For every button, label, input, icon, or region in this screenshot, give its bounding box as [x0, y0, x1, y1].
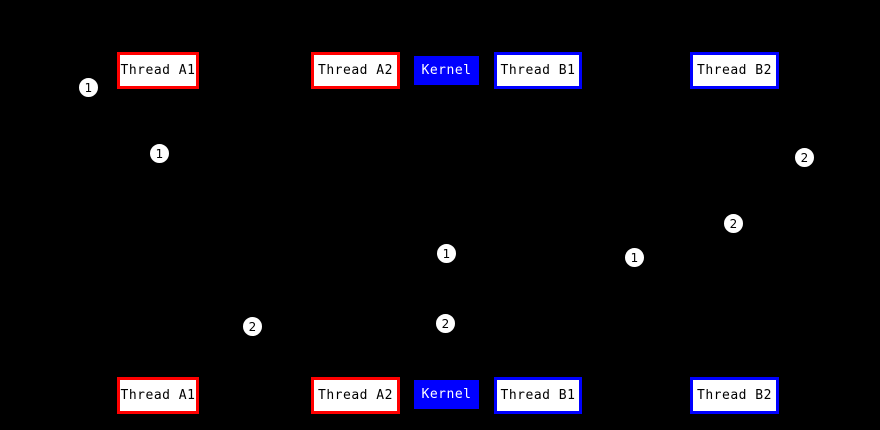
- message-marker-7[interactable]: 2: [242, 316, 263, 337]
- actor-label: Thread B1: [500, 388, 576, 403]
- actor-box-thread-b1-bottom[interactable]: Thread B1: [494, 377, 582, 414]
- message-marker-5[interactable]: 1: [436, 243, 457, 264]
- actor-box-thread-b2-top[interactable]: Thread B2: [690, 52, 779, 89]
- actor-box-thread-a2-bottom[interactable]: Thread A2: [311, 377, 400, 414]
- message-marker-label: 2: [441, 316, 450, 331]
- actor-box-thread-a2-top[interactable]: Thread A2: [311, 52, 400, 89]
- actor-box-kernel-top[interactable]: Kernel: [414, 56, 479, 85]
- actor-label: Thread B1: [500, 63, 576, 78]
- actor-box-thread-b2-bottom[interactable]: Thread B2: [690, 377, 779, 414]
- actor-label: Thread B2: [697, 388, 772, 403]
- message-marker-1[interactable]: 1: [78, 77, 99, 98]
- actor-label: Kernel: [421, 63, 472, 78]
- actor-box-thread-a1-bottom[interactable]: Thread A1: [117, 377, 199, 414]
- actor-box-kernel-bottom[interactable]: Kernel: [414, 380, 479, 409]
- lifeline-thread-a1: [158, 89, 159, 377]
- message-marker-label: 1: [155, 146, 164, 161]
- actor-label: Thread A1: [120, 388, 196, 403]
- lifeline-kernel: [446, 85, 447, 380]
- actor-label: Thread A2: [318, 63, 393, 78]
- message-arrow-3: [734, 158, 779, 159]
- message-marker-3[interactable]: 2: [794, 147, 815, 168]
- message-marker-2[interactable]: 1: [149, 143, 170, 164]
- message-marker-label: 1: [442, 246, 451, 261]
- lifeline-thread-b1: [538, 89, 539, 377]
- message-marker-label: 2: [800, 150, 809, 165]
- message-marker-8[interactable]: 2: [435, 313, 456, 334]
- actor-label: Thread A2: [318, 388, 393, 403]
- message-marker-label: 2: [248, 319, 257, 334]
- actor-box-thread-a1-top[interactable]: Thread A1: [117, 52, 199, 89]
- message-marker-label: 1: [630, 250, 639, 265]
- actor-box-thread-b1-top[interactable]: Thread B1: [494, 52, 582, 89]
- message-marker-6[interactable]: 1: [624, 247, 645, 268]
- message-marker-label: 2: [729, 216, 738, 231]
- message-marker-label: 1: [84, 80, 93, 95]
- message-marker-4[interactable]: 2: [723, 213, 744, 234]
- lifeline-thread-a2: [355, 89, 356, 377]
- message-arrow-7: [252, 327, 355, 328]
- actor-label: Kernel: [421, 387, 472, 402]
- message-arrow-6: [538, 258, 634, 259]
- actor-label: Thread A1: [120, 63, 196, 78]
- actor-label: Thread B2: [697, 63, 772, 78]
